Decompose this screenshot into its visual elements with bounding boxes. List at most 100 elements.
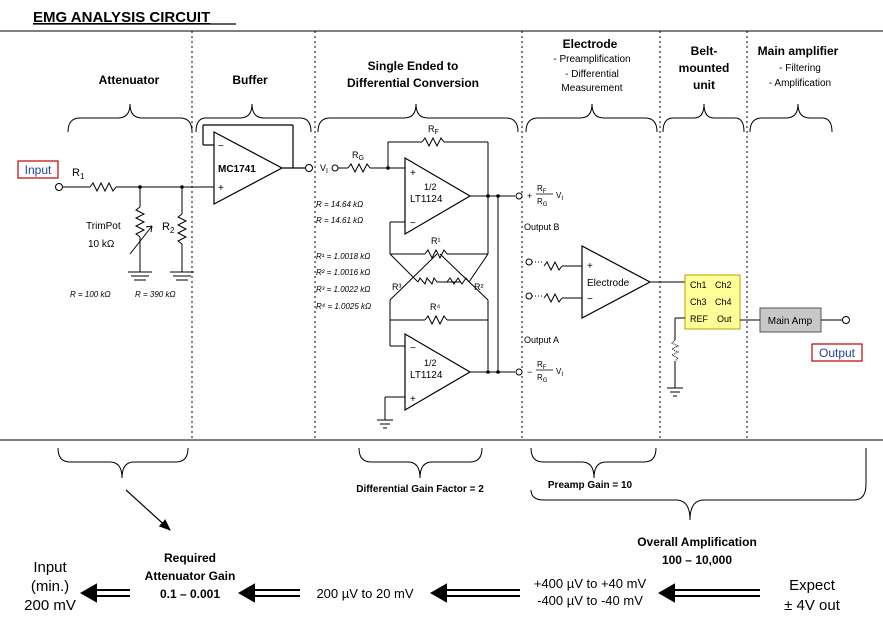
electrode-sub-3: Measurement xyxy=(561,83,622,94)
trimpot-label: TrimPot xyxy=(86,221,121,232)
diff-gain-label: Differential Gain Factor = 2 xyxy=(356,484,484,495)
buffer-chip-label: MC1741 xyxy=(218,164,256,175)
electrode-chip-label: Electrode xyxy=(587,278,630,289)
r1-sup-label: R¹ xyxy=(431,236,441,246)
main-amp-sub-1: - Filtering xyxy=(779,63,821,74)
main-amp-box xyxy=(759,307,822,333)
vi-label: VI xyxy=(320,163,328,175)
belt-ch1: Ch1 xyxy=(690,280,707,290)
r3-cross-resistor xyxy=(417,276,438,286)
upper-opamp-minus: − xyxy=(410,218,416,229)
main-amp-label: Main Amp xyxy=(768,316,813,327)
flow-arrows xyxy=(79,583,760,603)
out-b-vi: VI xyxy=(556,191,563,202)
electrode-sub-2: - Differential xyxy=(565,69,619,80)
electrode-minus: − xyxy=(587,294,593,305)
lower-lt1124-opamp xyxy=(404,332,472,412)
rf-value: R = 14.61 kΩ xyxy=(316,216,363,225)
rg-resistor xyxy=(347,162,371,174)
heading-belt-3: unit xyxy=(693,78,715,92)
r4-resistor xyxy=(424,314,448,326)
r2-value: R = 390 kΩ xyxy=(135,290,176,299)
trimpot-value: 10 kΩ xyxy=(88,239,115,250)
r3b-value: R³ = 1.0022 kΩ xyxy=(316,285,370,294)
r3-sup-label: R³ xyxy=(392,282,402,292)
heading-se-diff-2: Differential Conversion xyxy=(347,76,479,90)
r2-cross-resistor xyxy=(446,277,470,285)
heading-buffer: Buffer xyxy=(232,73,268,87)
belt-ch2: Ch2 xyxy=(715,280,732,290)
buffer-opamp xyxy=(213,131,284,205)
input-min-line2: (min.) xyxy=(31,578,69,595)
diagram-title: EMG ANALYSIS CIRCUIT xyxy=(33,9,210,26)
range-mid-label: 200 µV to 20 mV xyxy=(316,586,413,601)
lower-opamp-chip: LT1124 xyxy=(410,370,443,381)
r2-sup-label: R² xyxy=(474,282,484,292)
buffer-minus: − xyxy=(218,141,224,152)
upper-opamp-chip: LT1124 xyxy=(410,194,443,205)
heading-main-amp: Main amplifier xyxy=(758,44,839,58)
arrow-1 xyxy=(79,583,130,603)
heading-belt-1: Belt- xyxy=(691,44,718,58)
out-a-frac-num: RF xyxy=(537,360,547,371)
r2-label: R2 xyxy=(162,221,175,235)
arrow-2 xyxy=(237,583,300,603)
rf-resistor xyxy=(421,136,445,148)
rg-label: RG xyxy=(352,150,364,162)
lower-opamp-plus: + xyxy=(410,394,416,405)
output-label: Output xyxy=(819,346,856,360)
belt-ch4: Ch4 xyxy=(715,297,732,307)
belt-out: Out xyxy=(717,314,732,324)
preamp-gain-label: Preamp Gain = 10 xyxy=(548,480,633,491)
belt-ref: REF xyxy=(690,314,709,324)
r1-cross-resistor xyxy=(424,248,448,260)
belt-unit-box xyxy=(684,274,741,330)
r1-label: R1 xyxy=(72,167,85,181)
output-box xyxy=(811,343,863,362)
rf-label: RF xyxy=(428,124,439,136)
electrode-opamp xyxy=(581,245,652,319)
range-neg-label: -400 µV to -40 mV xyxy=(537,593,643,608)
input-box xyxy=(17,160,59,179)
arrow-3 xyxy=(429,583,520,603)
belt-ch3: Ch3 xyxy=(690,297,707,307)
r2b-value: R² = 1.0016 kΩ xyxy=(316,268,370,277)
input-terminal xyxy=(55,183,63,191)
r4-sup-label: R⁴ xyxy=(430,302,440,312)
buffer-plus: + xyxy=(218,183,224,194)
required-line3: 0.1 – 0.001 xyxy=(160,587,220,601)
main-amp-sub-2: - Amplification xyxy=(769,78,831,89)
required-line1: Required xyxy=(164,551,216,565)
out-b-sign: + xyxy=(527,191,532,201)
expect-line1: Expect xyxy=(789,577,836,594)
upper-opamp-half: 1/2 xyxy=(424,182,437,192)
upper-opamp-plus: + xyxy=(410,168,416,179)
required-line2: Attenuator Gain xyxy=(145,569,236,583)
upper-lt1124-opamp xyxy=(404,156,472,236)
r1-value: R = 100 kΩ xyxy=(70,290,111,299)
r1b-value: R¹ = 1.0018 kΩ xyxy=(316,252,370,261)
r2-resistor xyxy=(176,213,188,245)
heading-attenuator: Attenuator xyxy=(99,73,160,87)
overall-amp-line2: 100 – 10,000 xyxy=(662,553,732,567)
rg-value: R = 14.64 kΩ xyxy=(316,200,363,209)
lower-opamp-half: 1/2 xyxy=(424,358,437,368)
overall-amp-line1: Overall Amplification xyxy=(637,535,757,549)
lower-opamp-minus: − xyxy=(410,343,416,354)
electrode-sub-1: - Preamplification xyxy=(553,54,630,65)
top-braces xyxy=(67,103,833,133)
section-dividers xyxy=(191,31,748,440)
expect-line2: ± 4V out xyxy=(784,597,841,614)
out-b-frac-den: RG xyxy=(537,197,548,208)
heading-electrode: Electrode xyxy=(563,37,618,51)
electrode-plus: + xyxy=(587,261,593,272)
input-label: Input xyxy=(25,163,52,177)
heading-belt-2: mounted xyxy=(679,61,730,75)
input-min-line1: Input xyxy=(33,559,67,576)
arrow-4 xyxy=(657,583,760,603)
r4b-value: R⁴ = 1.0025 kΩ xyxy=(316,302,371,311)
out-a-frac-den: RG xyxy=(537,373,548,384)
input-min-line3: 200 mV xyxy=(24,597,76,614)
out-a-vi: VI xyxy=(556,367,563,378)
